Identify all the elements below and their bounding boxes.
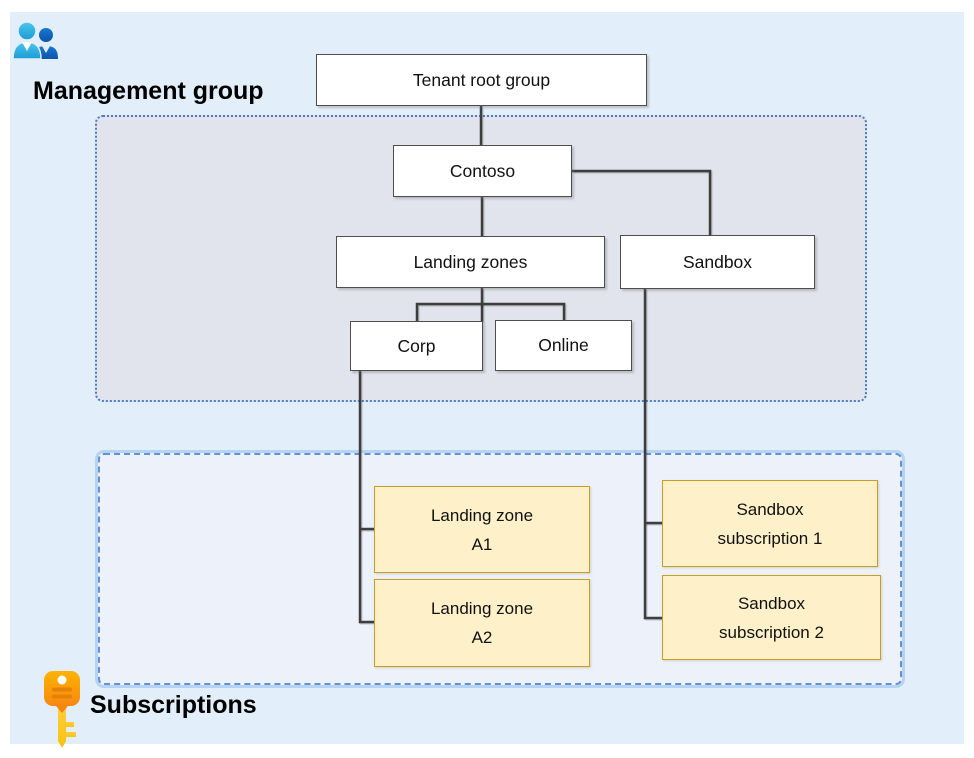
key-head-bar-2 <box>52 694 72 699</box>
management-group-section-label: Management group <box>33 77 264 105</box>
people-icon <box>12 21 58 59</box>
node-landing-zone-a1-line2: A1 <box>471 534 493 554</box>
node-landing-zone-a1: Landing zone A1 <box>374 486 590 573</box>
key-tooth-1 <box>66 722 74 727</box>
node-sandbox-subscription-2-line2: subscription 2 <box>719 622 824 642</box>
node-corp: Corp <box>350 321 483 371</box>
node-online: Online <box>495 320 632 371</box>
node-landing-zone-a2-line2: A2 <box>471 628 493 647</box>
node-landing-zone-a2-line1: Landing zone <box>430 599 534 618</box>
key-head-hole <box>57 675 67 685</box>
node-tenant-root-group-label: Tenant root group <box>412 69 551 90</box>
node-landing-zones-label: Landing zones <box>413 251 528 272</box>
node-landing-zone-a1-line1: Landing zone <box>430 505 534 525</box>
node-tenant-root-group: Tenant root group <box>316 54 647 106</box>
key-head <box>44 671 80 713</box>
node-sandbox-subscription-2: Sandbox subscription 2 <box>662 575 881 660</box>
node-contoso: Contoso <box>393 145 572 197</box>
node-online-label: Online <box>538 335 589 355</box>
person-front-icon <box>12 21 42 59</box>
node-sandbox-subscription-1-line1: Sandbox <box>736 499 804 519</box>
key-tooth-2 <box>66 732 76 737</box>
node-sandbox-subscription-1-line2: subscription 1 <box>717 528 823 548</box>
key-shaft <box>58 703 66 748</box>
key-head-bar-1 <box>52 687 72 692</box>
node-contoso-label: Contoso <box>449 160 516 181</box>
node-sandbox-subscription-2-line1: Sandbox <box>737 593 806 613</box>
node-sandbox-label: Sandbox <box>682 251 753 272</box>
node-corp-label: Corp <box>397 335 436 356</box>
key-icon <box>44 671 80 748</box>
node-landing-zone-a2: Landing zone A2 <box>374 579 590 667</box>
node-sandbox: Sandbox <box>620 235 815 289</box>
subscriptions-section-label: Subscriptions <box>90 691 257 719</box>
node-sandbox-subscription-1: Sandbox subscription 1 <box>662 480 878 567</box>
node-landing-zones: Landing zones <box>336 236 605 288</box>
